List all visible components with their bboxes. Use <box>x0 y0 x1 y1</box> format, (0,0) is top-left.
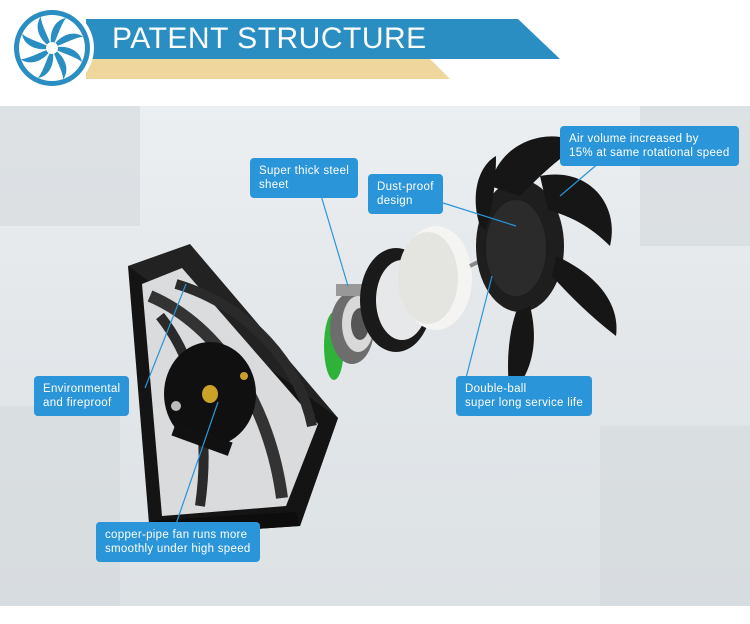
magnet-ring <box>398 226 472 330</box>
callout-environmental: Environmental and fireproof <box>34 376 130 416</box>
callout-text: Double-ball <box>465 383 527 395</box>
callout-steel-sheet: Super thick steel sheet <box>250 158 359 198</box>
callout-text: sheet <box>259 179 289 191</box>
callout-air-volume: Air volume increased by 15% at same rota… <box>560 126 739 166</box>
callout-text: Environmental <box>43 383 121 395</box>
impeller <box>475 136 617 396</box>
callout-text: Super thick steel <box>259 165 350 177</box>
callout-text: and fireproof <box>43 397 112 409</box>
callout-text: super long service life <box>465 397 584 409</box>
page-title: PATENT STRUCTURE <box>112 22 427 55</box>
title-accent-stripe <box>86 59 450 79</box>
callout-dust-proof: Dust-proof design <box>368 174 443 214</box>
callout-double-ball: Double-ball super long service life <box>456 376 593 416</box>
page-header: PATENT STRUCTURE <box>0 0 750 100</box>
title-banner <box>86 19 560 59</box>
callout-text: smoothly under high speed <box>105 543 251 555</box>
fan-logo-icon <box>10 6 94 90</box>
exploded-fan-diagram: Super thick steel sheet Dust-proof desig… <box>0 106 750 606</box>
callout-text: copper-pipe fan runs more <box>105 529 248 541</box>
callout-text: design <box>377 195 413 207</box>
callout-text: 15% at same rotational speed <box>569 147 730 159</box>
callout-text: Air volume increased by <box>569 133 699 145</box>
callout-text: Dust-proof <box>377 181 434 193</box>
callout-copper-pipe: copper-pipe fan runs more smoothly under… <box>96 522 260 562</box>
fan-frame <box>128 244 338 536</box>
